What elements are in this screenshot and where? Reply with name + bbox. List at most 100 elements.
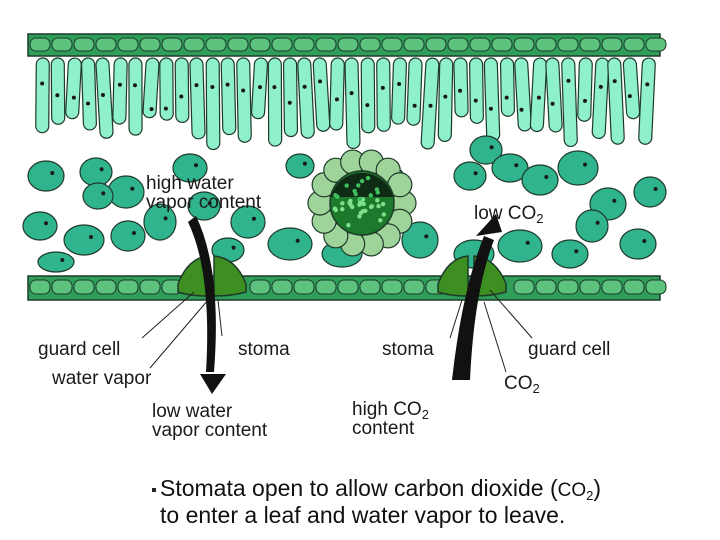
cell-nucleus: [514, 163, 519, 168]
spongy-cell: [401, 221, 439, 259]
vessel-cell: [340, 201, 345, 206]
spongy-cell: [37, 251, 75, 273]
cell-nucleus: [163, 106, 168, 111]
label-guard-cell-left: guard cell: [38, 339, 121, 360]
water-vapor-arrow-head: [200, 374, 226, 394]
palisade-cell: [189, 57, 206, 140]
cell-nucleus: [504, 95, 509, 100]
epidermis-cell: [117, 279, 139, 295]
palisade-cell: [499, 57, 516, 117]
palisade-cell: [390, 57, 407, 125]
cell-nucleus: [536, 95, 541, 100]
epidermis-cell: [51, 37, 73, 52]
cell-nucleus: [287, 100, 292, 105]
epidermis-cell: [205, 37, 227, 52]
epidermis-cell: [469, 37, 491, 52]
palisade-cell: [529, 57, 548, 133]
palisade-cell: [174, 57, 190, 124]
vessel-cell: [361, 201, 366, 207]
label-co2: CO2: [504, 373, 540, 396]
palisade-cell: [282, 57, 299, 138]
epidermis-cell: [293, 279, 315, 295]
palisade-cell: [312, 57, 331, 132]
epidermis-cell: [73, 37, 95, 52]
palisade-cell: [406, 57, 423, 126]
epidermis-cell: [513, 279, 535, 295]
spongy-cell: [521, 164, 559, 196]
vessel-cell: [358, 210, 364, 216]
cell-nucleus: [163, 216, 168, 221]
palisade-cell: [142, 57, 160, 119]
epidermis-cell: [403, 37, 425, 52]
epidermis-cell: [381, 37, 403, 52]
spongy-cell: [551, 239, 589, 269]
flow-arrows: [188, 214, 502, 394]
palisade-cell: [128, 57, 143, 136]
palisade-cell: [591, 57, 610, 140]
epidermis-cell: [227, 37, 249, 52]
epidermis-cell: [337, 279, 359, 295]
vessel-cell: [359, 178, 365, 184]
palisade-cell: [344, 57, 361, 150]
cell-nucleus: [101, 191, 106, 196]
epidermis-cell: [579, 37, 601, 52]
palisade-cell: [545, 57, 563, 133]
palisade-cell: [81, 57, 97, 131]
co2-arrow-head: [476, 214, 502, 236]
cell-nucleus: [365, 103, 370, 108]
spongy-cell: [633, 176, 667, 208]
epidermis-cell: [95, 279, 117, 295]
spongy-cell: [267, 227, 313, 261]
cell-nucleus: [566, 78, 571, 83]
cell-nucleus: [272, 85, 277, 90]
vessel-cell: [340, 207, 345, 212]
cell-nucleus: [458, 88, 463, 93]
epidermis-cell: [95, 37, 117, 52]
vessel-cell: [357, 214, 362, 219]
epidermis-cell: [249, 37, 271, 52]
epidermis-cell: [601, 279, 623, 295]
cell-nucleus: [207, 201, 212, 206]
co2-arrow-shaft: [452, 236, 494, 380]
vessel-cell: [356, 183, 361, 188]
vessel-cell: [374, 187, 380, 192]
cell-nucleus: [302, 161, 307, 166]
label-low-water-vapor: low water vapor content: [152, 401, 268, 441]
cell-nucleus: [295, 238, 300, 243]
epidermis-cell: [139, 279, 161, 295]
cell-nucleus: [50, 171, 55, 175]
cell-nucleus: [582, 98, 587, 103]
leader-line: [489, 289, 533, 339]
palisade-cell: [577, 57, 593, 122]
spongy-cell: [575, 209, 609, 243]
vessel-cell: [380, 201, 386, 207]
palisade-cell: [437, 57, 454, 143]
label-water-vapor: water vapor: [52, 368, 152, 389]
leader-line: [149, 299, 209, 369]
epidermis-cell: [425, 37, 447, 52]
epidermis-cell: [249, 279, 271, 295]
palisade-cell: [376, 57, 391, 132]
spongy-cell: [79, 157, 113, 187]
leader-line: [449, 299, 463, 339]
palisade-cell: [220, 57, 237, 136]
cell-nucleus: [645, 82, 650, 87]
cell-nucleus: [473, 171, 478, 176]
cell-nucleus: [544, 175, 549, 179]
palisade-cell: [360, 57, 376, 134]
cell-nucleus: [258, 85, 263, 90]
palisade-cell: [561, 57, 578, 148]
vessel-cell: [368, 193, 373, 198]
spongy-cell: [82, 182, 114, 210]
cell-nucleus: [318, 79, 323, 84]
epidermis-cell: [623, 37, 645, 52]
epidermis-cell: [161, 37, 183, 52]
caption: Stomata open to allow carbon dioxide (CO…: [160, 476, 601, 528]
spongy-cell: [143, 203, 177, 241]
cell-nucleus: [473, 98, 478, 103]
cell-nucleus: [231, 245, 236, 250]
palisade-cell: [205, 57, 221, 151]
palisade-cell: [420, 57, 440, 150]
cell-nucleus: [424, 234, 429, 239]
